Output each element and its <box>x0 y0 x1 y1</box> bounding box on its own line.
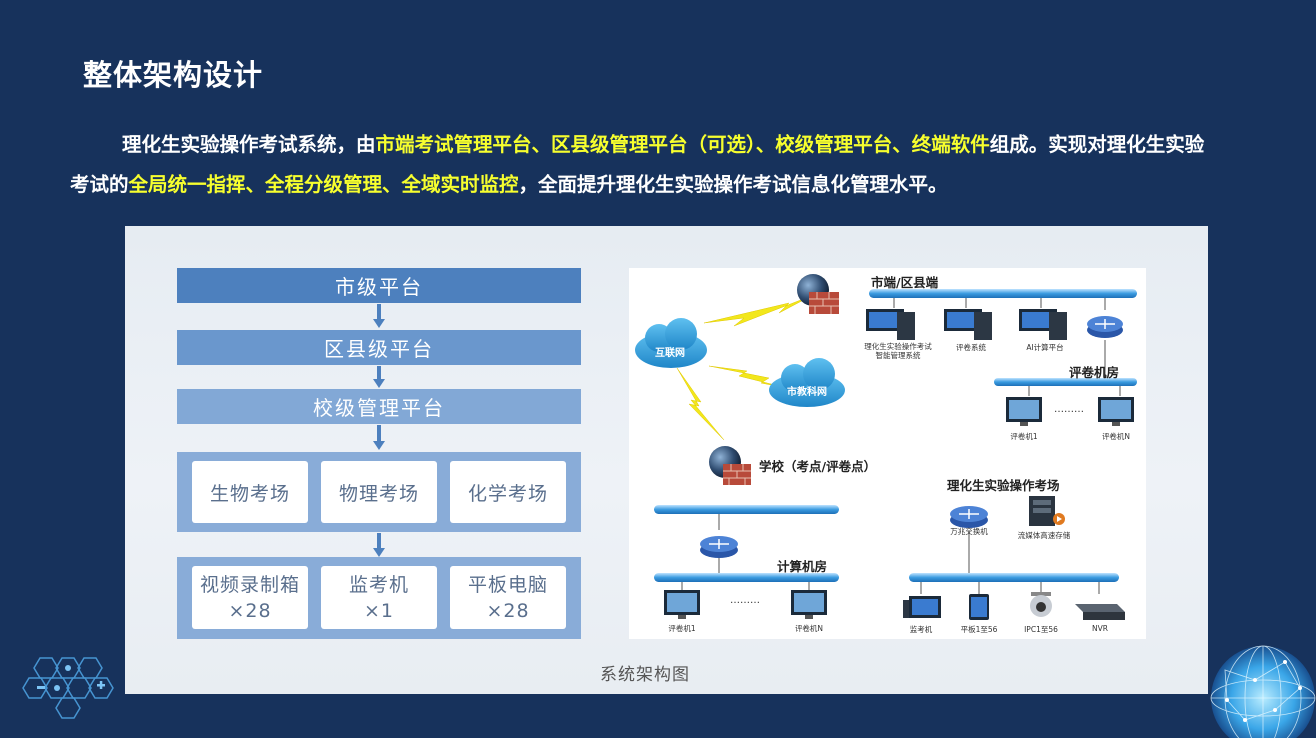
router-icon <box>1087 316 1123 338</box>
city-platform-bar: 市级平台 <box>177 268 581 303</box>
device-name: 平板电脑 <box>467 573 548 596</box>
network-backbone-pipe <box>654 573 839 582</box>
network-topology: 市端/区县端 理化生实验操作考试 智能管理系统 评卷系统 AI计算平台 评卷机房… <box>629 268 1146 639</box>
device-count: ×28 <box>228 599 272 622</box>
exam-node-label: NVR <box>1092 624 1108 633</box>
intro-highlight-1: 市端考试管理平台、区县级管理平台（可选）、校级管理平台、终端软件 <box>375 133 990 156</box>
architecture-panel: 市级平台 区县级平台 校级管理平台 生物考场 物理考场 化学考场 视频录制箱 ×… <box>125 226 1208 694</box>
router-icon <box>950 506 988 528</box>
globe-network-icon <box>1210 645 1316 738</box>
ellipsis-text: ……… <box>730 595 760 606</box>
exam-site-label: 理化生实验操作考场 <box>947 478 1060 493</box>
tablet-icon <box>969 594 989 620</box>
exam-room-group: 生物考场 物理考场 化学考场 <box>177 452 581 532</box>
monitor-icon <box>664 590 700 619</box>
intro-paragraph: 理化生实验操作考试系统，由市端考试管理平台、区县级管理平台（可选）、校级管理平台… <box>70 125 1220 205</box>
device-count: ×28 <box>486 599 530 622</box>
device-name: 视频录制箱 <box>199 573 300 596</box>
computer-node-label: 评卷机1 <box>668 624 696 633</box>
monitor-icon <box>1006 397 1042 426</box>
server-icon <box>1019 309 1067 340</box>
storage-label: 流媒体高速存储 <box>1017 531 1071 540</box>
arrow-down-icon <box>373 366 385 388</box>
monitor-icon <box>903 596 941 618</box>
router-icon <box>700 536 738 558</box>
device-tablet: 平板电脑 ×28 <box>450 566 566 629</box>
school-label: 学校（考点/评卷点） <box>759 459 877 474</box>
monitor-icon <box>791 590 827 619</box>
globe-firewall-icon <box>797 274 839 314</box>
slide-title: 整体架构设计 <box>83 58 264 92</box>
intro-text-2: 组成。实现对理化生实验考试的 <box>70 133 1205 196</box>
intro-highlight-2: 全局统一指挥、全程分级管理、全域实时监控 <box>128 173 519 196</box>
cloud-icon <box>635 318 707 368</box>
storage-icon <box>1029 496 1065 526</box>
network-topology-graphic <box>635 274 1137 620</box>
device-count: ×1 <box>363 599 394 622</box>
network-backbone-pipe <box>654 505 839 514</box>
grading-node-label: 评卷机1 <box>1010 432 1038 441</box>
medical-hexagon-icon <box>22 657 114 719</box>
camera-icon <box>1030 592 1052 617</box>
network-backbone-pipe <box>909 573 1119 582</box>
internet-label: 互联网 <box>655 348 685 359</box>
computer-room-label: 计算机房 <box>777 559 828 574</box>
exam-node-label: IPC1至56 <box>1024 625 1058 634</box>
exam-node-label: 平板1至56 <box>960 625 998 634</box>
city-node-label: 理化生实验操作考试 智能管理系统 <box>864 342 932 360</box>
arrow-down-icon <box>373 304 385 328</box>
switch-label: 万兆交换机 <box>950 527 988 536</box>
grading-room-label: 评卷机房 <box>1069 365 1120 380</box>
grading-node-label: 评卷机N <box>1101 432 1131 441</box>
city-node-label: 评卷系统 <box>956 343 986 352</box>
cloud-icon <box>769 358 845 407</box>
computer-node-label: 评卷机N <box>794 624 824 633</box>
exam-room-physics: 物理考场 <box>321 461 437 523</box>
exam-room-chemistry: 化学考场 <box>450 461 566 523</box>
intro-text-3: ，全面提升理化生实验操作考试信息化管理水平。 <box>518 173 948 196</box>
city-node-label: AI计算平台 <box>1026 343 1064 352</box>
arrow-down-icon <box>373 425 385 450</box>
exam-node-label: 监考机 <box>909 625 933 634</box>
arrow-down-icon <box>373 533 385 557</box>
server-icon <box>944 309 992 340</box>
district-platform-bar: 区县级平台 <box>177 330 581 365</box>
nvr-icon <box>1075 604 1125 620</box>
device-invigilator-pc: 监考机 ×1 <box>321 566 437 629</box>
diagram-caption: 系统架构图 <box>600 665 690 685</box>
server-icon <box>866 309 915 340</box>
network-backbone-pipe <box>869 289 1137 298</box>
device-name: 监考机 <box>348 573 409 596</box>
network-backbone-pipe <box>994 378 1137 386</box>
ellipsis-text: ……… <box>1054 404 1084 415</box>
device-group: 视频录制箱 ×28 监考机 ×1 平板电脑 ×28 <box>177 557 581 639</box>
monitor-icon <box>1098 397 1134 426</box>
city-district-label: 市端/区县端 <box>871 275 939 290</box>
exam-room-biology: 生物考场 <box>192 461 308 523</box>
edu-net-label: 市教科网 <box>787 387 827 398</box>
school-platform-bar: 校级管理平台 <box>177 389 581 424</box>
globe-firewall-icon <box>709 446 751 485</box>
device-video-recorder: 视频录制箱 ×28 <box>192 566 308 629</box>
intro-text-1: 理化生实验操作考试系统，由 <box>122 133 376 156</box>
